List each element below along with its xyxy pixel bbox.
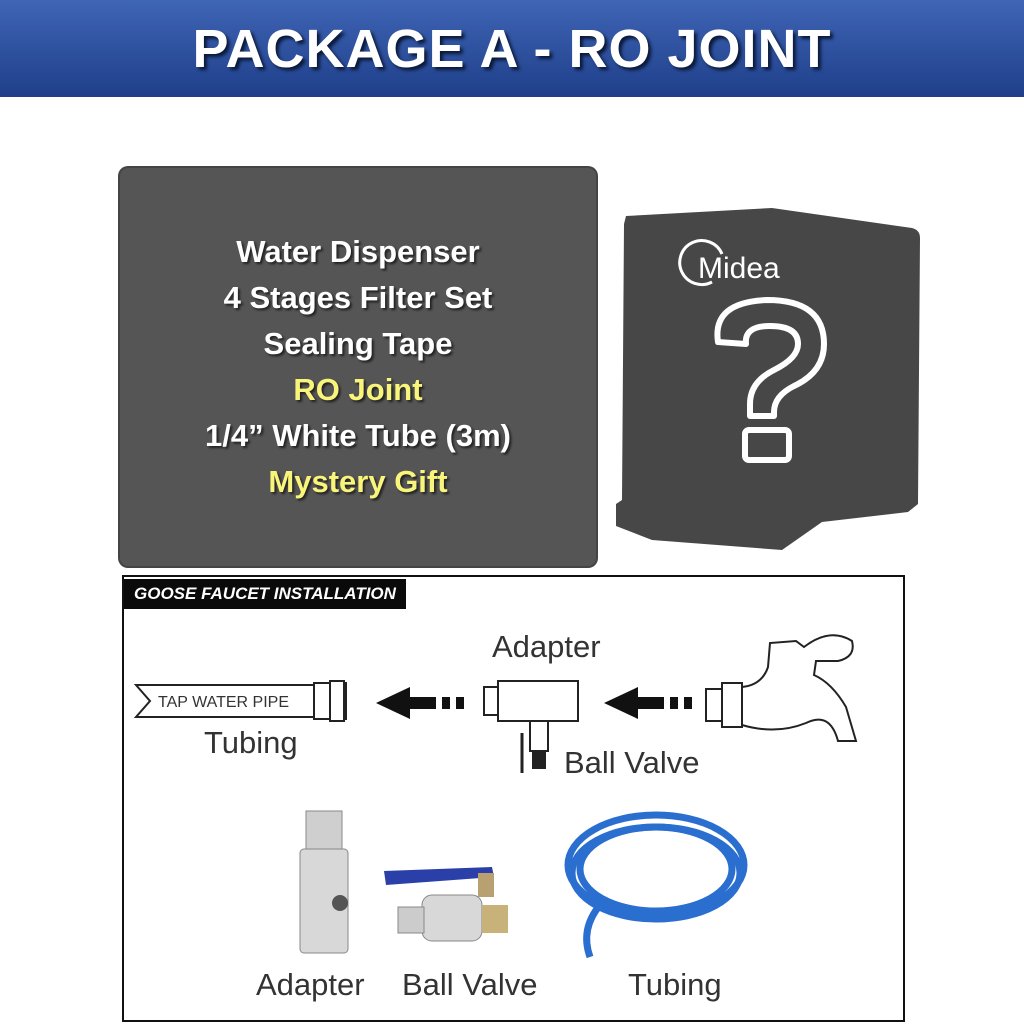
brand-logo: Midea (698, 252, 780, 285)
installation-title: GOOSE FAUCET INSTALLATION (124, 579, 406, 609)
content-item: 1/4” White Tube (3m) (204, 418, 511, 453)
content-item: Water Dispenser (236, 234, 480, 269)
adapter-photo (299, 810, 349, 954)
pipe-label: TAP WATER PIPE (158, 694, 289, 711)
adapter-diagram-icon (483, 680, 579, 773)
tubing-photo (564, 811, 748, 959)
header-banner: PACKAGE A - RO JOINT (0, 0, 1024, 97)
content-item: 4 Stages Filter Set (223, 280, 493, 315)
tap-water-pipe-icon: TAP WATER PIPE (133, 680, 347, 722)
mystery-dispenser-image: Midea (616, 208, 920, 550)
content-item-highlight: Mystery Gift (268, 464, 448, 499)
faucet-icon (705, 634, 858, 742)
arrow-left-icon (604, 687, 692, 719)
question-mark-icon (714, 297, 827, 463)
diagram-ball-valve-label: Ball Valve (564, 745, 700, 780)
part-ball-valve-label: Ball Valve (402, 967, 538, 1002)
diagram-adapter-label: Adapter (492, 629, 601, 664)
installation-panel: GOOSE FAUCET INSTALLATION TAP WATER PIPE… (122, 575, 905, 1022)
diagram-tubing-label: Tubing (204, 725, 298, 760)
page-title: PACKAGE A - RO JOINT (192, 18, 832, 79)
arrow-left-icon (376, 687, 464, 719)
content-item: Sealing Tape (263, 326, 453, 361)
part-adapter-label: Adapter (256, 967, 365, 1002)
ball-valve-photo (384, 867, 508, 942)
part-tubing-label: Tubing (628, 967, 722, 1002)
package-contents-panel: Water Dispenser 4 Stages Filter Set Seal… (120, 168, 596, 566)
content-item-highlight: RO Joint (293, 372, 423, 407)
